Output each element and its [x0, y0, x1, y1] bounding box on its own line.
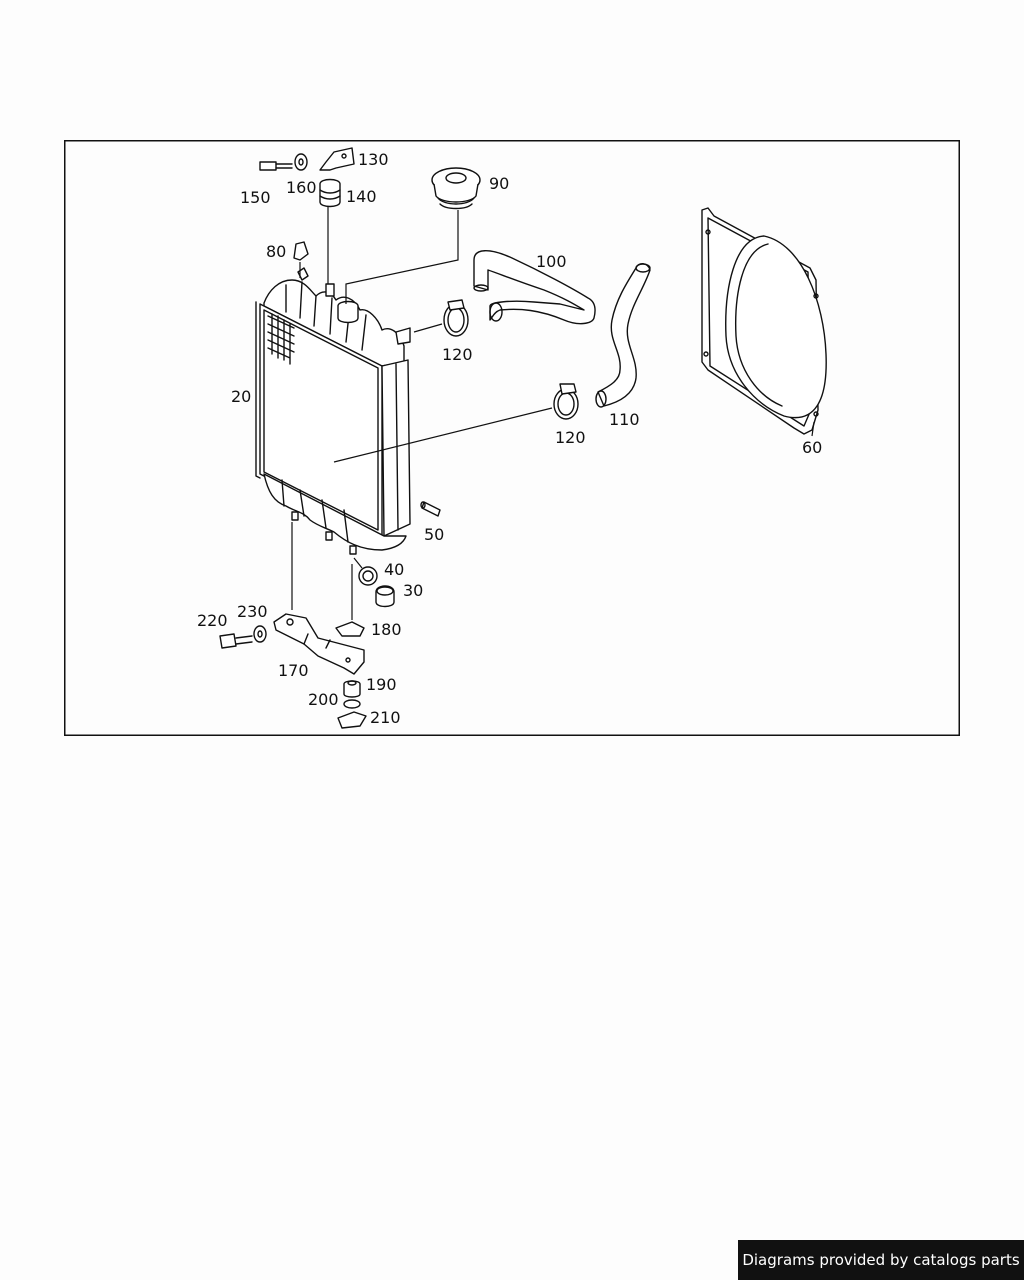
part-label-30: 30 — [403, 581, 423, 600]
parts-diagram: 130 150 160 140 90 80 100 20 120 120 110… — [64, 140, 960, 736]
hose-clamp-lower-drawing — [333, 383, 579, 463]
exploded-view-drawing: 130 150 160 140 90 80 100 20 120 120 110… — [64, 140, 960, 736]
part-label-120-upper: 120 — [442, 345, 473, 364]
fan-shroud-drawing — [701, 207, 827, 437]
part-label-170: 170 — [278, 661, 309, 680]
top-mount-hardware-drawing — [259, 147, 355, 284]
part-label-20: 20 — [231, 387, 251, 406]
part-label-100: 100 — [536, 252, 567, 271]
part-label-140: 140 — [346, 187, 377, 206]
part-label-160: 160 — [286, 178, 317, 197]
part-label-50: 50 — [424, 525, 444, 544]
part-label-90: 90 — [489, 174, 509, 193]
part-label-60: 60 — [802, 438, 822, 457]
part-label-40: 40 — [384, 560, 404, 579]
part-label-120-lower: 120 — [555, 428, 586, 447]
upper-hose-drawing — [473, 250, 596, 325]
radiator-drawing — [255, 267, 411, 555]
credit-banner: Diagrams provided by catalogs parts — [738, 1240, 1024, 1280]
clip-80-drawing — [293, 241, 309, 278]
part-label-230: 230 — [237, 602, 268, 621]
lower-hose-drawing — [595, 263, 651, 408]
hose-clamp-upper-drawing — [413, 299, 469, 337]
part-label-110: 110 — [609, 410, 640, 429]
part-labels: 130 150 160 140 90 80 100 20 120 120 110… — [197, 150, 822, 727]
pin-50-drawing — [420, 501, 441, 517]
diagram-border — [64, 140, 960, 736]
part-label-130: 130 — [358, 150, 389, 169]
part-label-150: 150 — [240, 188, 271, 207]
part-label-200: 200 — [308, 690, 339, 709]
part-label-210: 210 — [370, 708, 401, 727]
part-label-80: 80 — [266, 242, 286, 261]
part-label-190: 190 — [366, 675, 397, 694]
lower-mount-hardware-drawing — [219, 522, 367, 729]
filler-cap-drawing — [345, 167, 481, 304]
part-label-180: 180 — [371, 620, 402, 639]
part-label-220: 220 — [197, 611, 228, 630]
drain-plug-hardware-drawing — [353, 557, 395, 608]
